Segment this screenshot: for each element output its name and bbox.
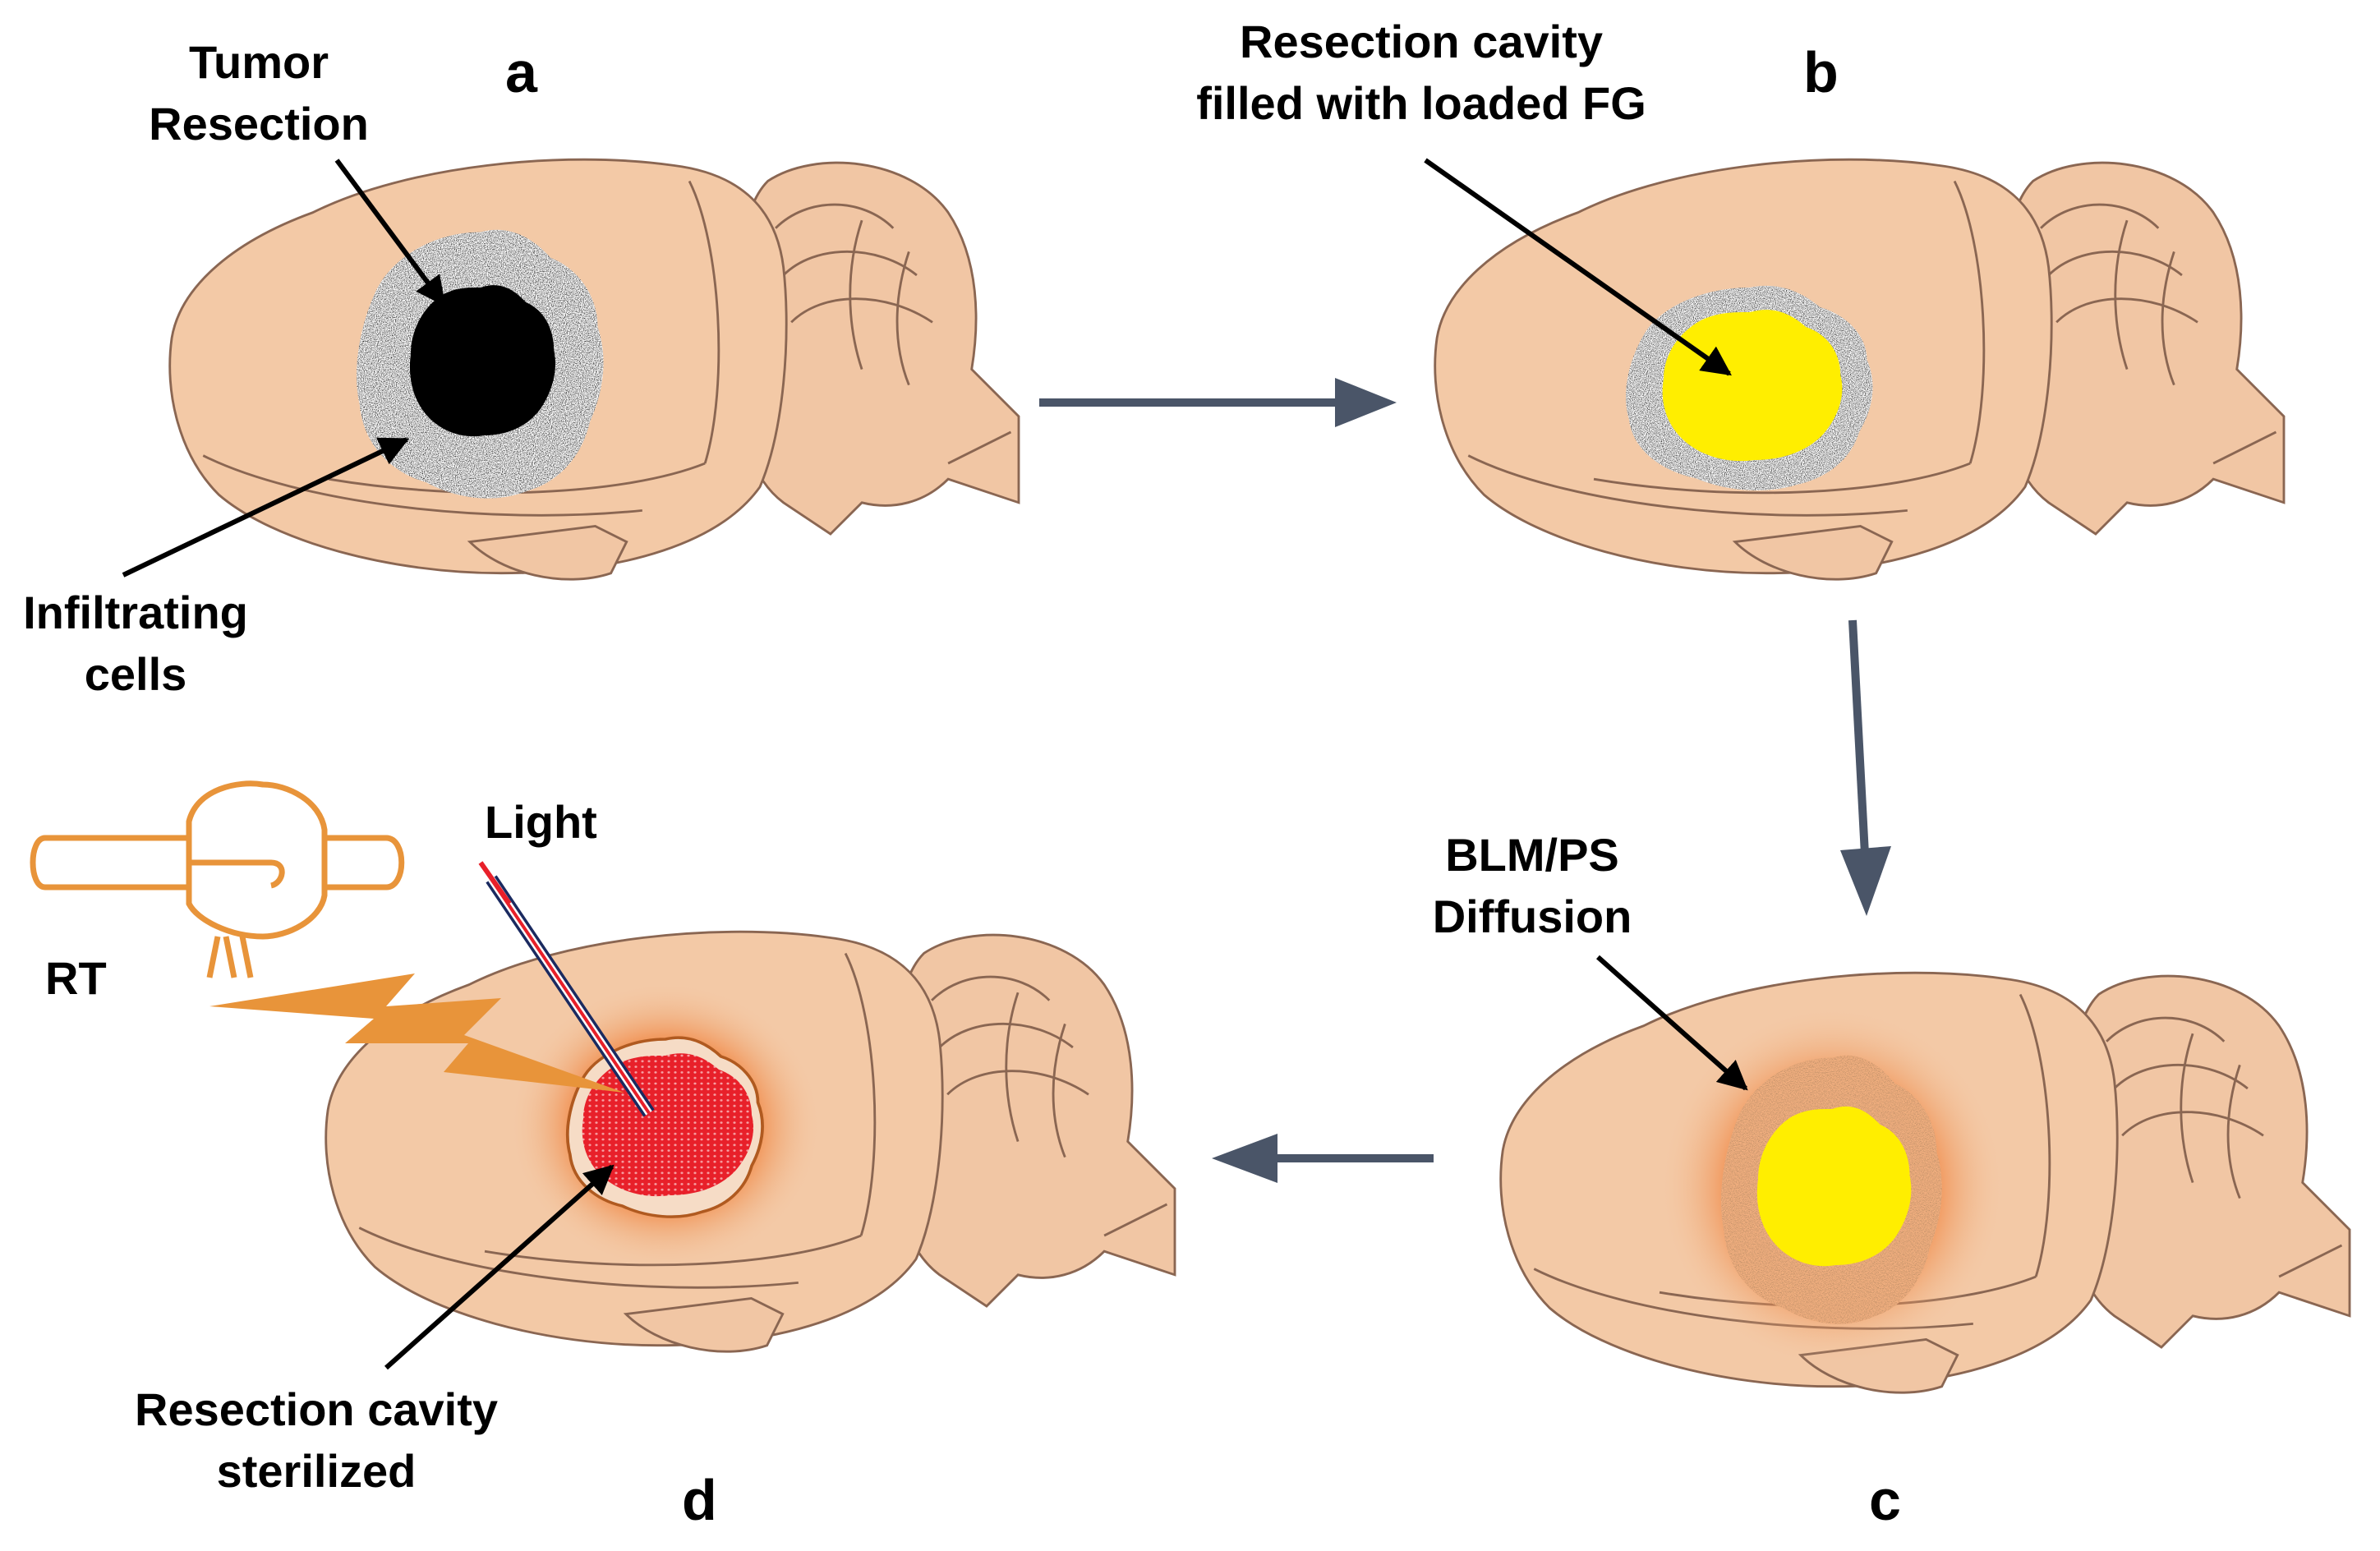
arrow-c-to-d	[1212, 1134, 1434, 1183]
rt-label: RT	[45, 952, 107, 1004]
light-fiber	[478, 861, 655, 1117]
cavity-filled-label-1: Resection cavity	[1240, 16, 1603, 67]
panel-letter-a: a	[505, 40, 538, 104]
tumor-resection-label-2: Resection	[149, 98, 369, 150]
infiltrating-label-2: cells	[85, 648, 187, 700]
sterilized-pointer	[384, 1164, 615, 1370]
diffusion-label-2: Diffusion	[1433, 891, 1632, 942]
diffusion-label-1: BLM/PS	[1445, 829, 1619, 881]
diffusion-pointer	[1596, 955, 1748, 1091]
sterilized-label-2: sterilized	[217, 1445, 417, 1497]
red-treated-zone	[582, 1053, 754, 1197]
arrow-a-to-b	[1039, 378, 1397, 427]
sterilized-cavity-d	[509, 982, 822, 1269]
rt-bulb-icon	[30, 780, 405, 978]
gel-b	[1626, 285, 1873, 490]
tumor-resection-pointer	[334, 159, 446, 306]
tumor-core	[409, 285, 555, 437]
arrow-b-to-c	[1840, 619, 1891, 916]
diffusing-gel	[1756, 1106, 1912, 1267]
infiltrating-pointer	[122, 437, 410, 578]
infiltrating-label-1: Infiltrating	[23, 587, 248, 638]
panel-letter-d: d	[682, 1468, 717, 1532]
diffusion-c	[1660, 1006, 2005, 1368]
light-label: Light	[485, 796, 597, 848]
panel-b: b Resection cavity filled with loaded FG	[1196, 16, 2286, 581]
panel-letter-b: b	[1803, 40, 1839, 104]
tumor-a	[357, 229, 604, 499]
cavity-filled-label-2: filled with loaded FG	[1196, 77, 1646, 129]
cavity-filled-pointer	[1424, 158, 1732, 376]
fg-gel	[1662, 310, 1843, 462]
panel-letter-c: c	[1869, 1468, 1901, 1532]
sterilized-label-1: Resection cavity	[135, 1383, 498, 1435]
tumor-resection-label-1: Tumor	[189, 36, 329, 88]
radiation-bolt	[209, 973, 624, 1093]
panel-c: c BLM/PS Diffusion	[1433, 829, 2351, 1532]
panel-d: Light RT d Resection cavity sterilized	[30, 780, 1176, 1532]
panel-a: a Tumor Resection Infiltrating cells	[23, 36, 1020, 700]
